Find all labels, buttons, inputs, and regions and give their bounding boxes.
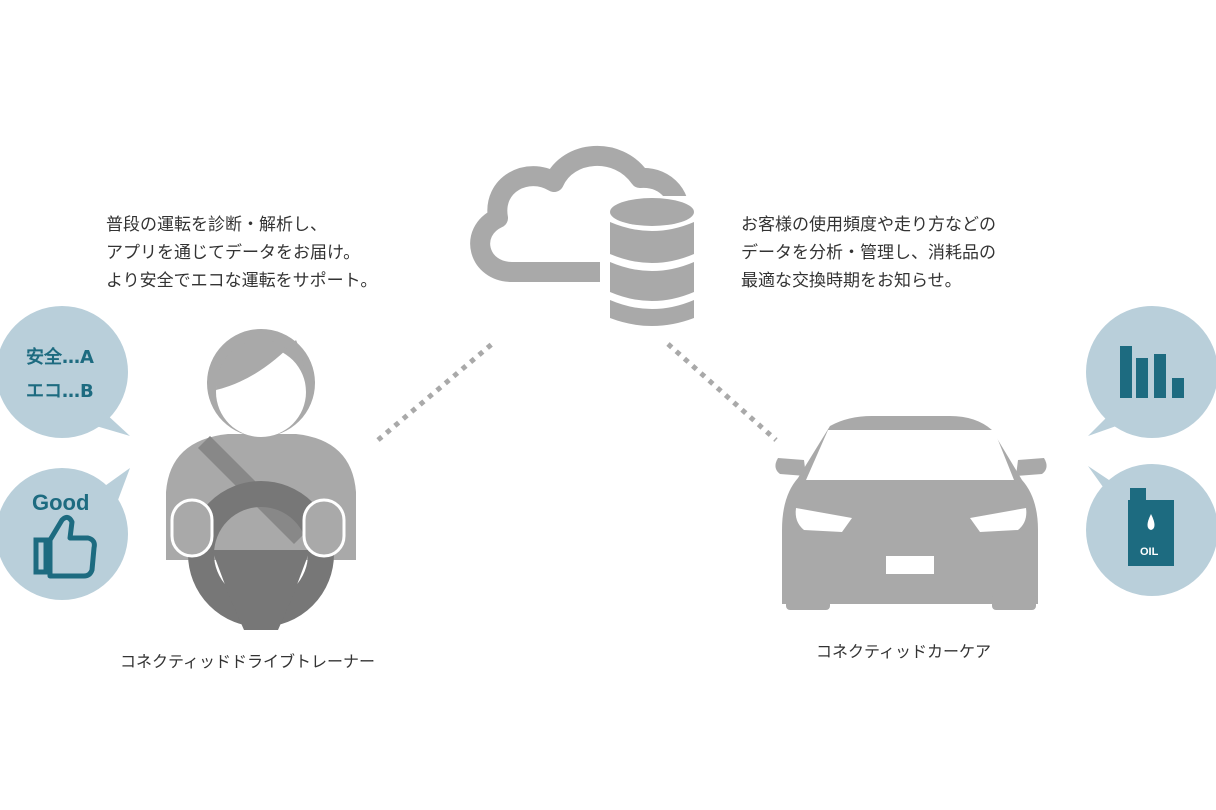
thumbs-up-icon xyxy=(33,514,97,579)
car-description-line: 最適な交換時期をお知らせ。 xyxy=(741,271,962,291)
driver-description: 普段の運転を診断・解析し、 アプリを通じてデータをお届け。 より安全でエコな運転… xyxy=(106,211,377,295)
driver-icon xyxy=(166,329,356,630)
connector-left xyxy=(376,342,494,442)
eco-score: エコ…B xyxy=(26,381,94,402)
good-label: Good xyxy=(32,490,90,515)
score-text: 安全…A エコ…B xyxy=(26,341,94,409)
driver-caption: コネクティッドドライブトレーナー xyxy=(120,652,376,671)
safety-score: 安全…A xyxy=(26,347,94,368)
oil-label: OIL xyxy=(1140,546,1159,558)
chart-bubble xyxy=(1086,306,1216,438)
driver-description-line: 普段の運転を診断・解析し、 xyxy=(106,215,327,235)
cloud-icon xyxy=(470,146,690,282)
bar-chart-icon xyxy=(1120,346,1184,398)
connector-right xyxy=(666,342,778,442)
oil-can-icon xyxy=(1128,488,1174,566)
car-caption: コネクティッドカーケア xyxy=(816,642,992,661)
good-bubble xyxy=(0,468,130,600)
driver-description-line: より安全でエコな運転をサポート。 xyxy=(106,271,378,291)
driver-description-line: アプリを通じてデータをお届け。 xyxy=(106,243,361,263)
car-description-line: お客様の使用頻度や走り方などの xyxy=(741,215,996,235)
car-description-line: データを分析・管理し、消耗品の xyxy=(741,243,996,263)
car-icon xyxy=(775,416,1047,610)
score-bubble xyxy=(0,306,130,438)
database-icon xyxy=(600,196,704,336)
car-description: お客様の使用頻度や走り方などの データを分析・管理し、消耗品の 最適な交換時期を… xyxy=(741,211,996,295)
